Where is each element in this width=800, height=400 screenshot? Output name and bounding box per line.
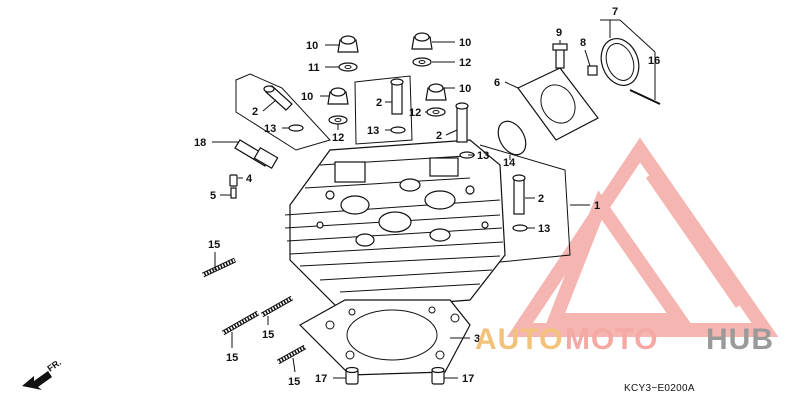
callout-12: 12 [332, 132, 344, 144]
callout-3: 3 [474, 333, 480, 345]
seal-13-center [390, 126, 406, 134]
callout-17: 17 [315, 373, 327, 385]
watermark-word-c: HUB [706, 323, 774, 356]
washer-12-top [412, 57, 432, 67]
callout-13: 13 [477, 150, 489, 162]
dowel-pin-right [431, 366, 445, 385]
dowel-4 [229, 174, 238, 187]
callout-17: 17 [462, 373, 474, 385]
cap-nut-top-right [411, 32, 433, 50]
callout-13: 13 [264, 123, 276, 135]
callout-10: 10 [459, 37, 471, 49]
seal-13-left [288, 124, 304, 132]
leader-lines [212, 19, 656, 379]
callout-10: 10 [301, 91, 313, 103]
cylinder-head [284, 139, 506, 311]
valve-guide-center [390, 78, 404, 115]
callout-4: 4 [246, 173, 253, 185]
diagram-code: KCY3−E0200A [624, 383, 695, 394]
dowel-pin-left [345, 366, 359, 385]
callout-15: 15 [226, 352, 238, 364]
watermark-word-a: AUTO [475, 323, 563, 356]
callout-8: 8 [580, 37, 586, 49]
callout-12: 12 [459, 57, 471, 69]
watermark-logo [506, 137, 779, 337]
front-direction-marker: FR. [22, 357, 63, 390]
guide-group-outline-left [235, 73, 331, 151]
washer-12-mid-left [328, 115, 348, 125]
screw-16 [629, 89, 661, 105]
callout-1: 1 [594, 200, 600, 212]
stud-bolts [201, 257, 307, 365]
guide-group-outline-center [354, 75, 413, 145]
washer-11 [338, 62, 358, 72]
callout-6: 6 [494, 77, 500, 89]
watermark-text: AUTO MOTO HUB [475, 323, 774, 356]
head-gasket [299, 299, 471, 376]
callout-10: 10 [306, 40, 318, 52]
hose-band-7 [600, 38, 640, 86]
cap-nut-mid-right [425, 83, 447, 101]
callout-14: 14 [503, 157, 516, 169]
callout-15: 15 [288, 376, 300, 388]
callout-2: 2 [252, 106, 258, 118]
watermark-word-b: MOTO [565, 323, 658, 356]
cap-nut-mid-left [327, 87, 349, 105]
callout-15: 15 [262, 329, 274, 341]
callout-2: 2 [538, 193, 544, 205]
nut-8 [587, 65, 598, 76]
insulator [517, 67, 599, 141]
valve-guide-right-lower [512, 174, 526, 215]
callout-16: 16 [648, 55, 660, 67]
callout-10: 10 [459, 83, 471, 95]
o-ring-14 [497, 120, 527, 156]
valve-guide-left [263, 85, 293, 111]
callout-13: 13 [538, 223, 550, 235]
callout-11: 11 [308, 62, 320, 74]
valve-guide-right-upper [455, 102, 469, 143]
callout-5: 5 [210, 190, 216, 202]
callout-labels: 10 11 10 12 10 12 10 12 2 2 13 13 2 13 2… [194, 6, 660, 388]
callout-2: 2 [376, 97, 382, 109]
callout-18: 18 [194, 137, 206, 149]
callout-13: 13 [367, 125, 379, 137]
bolt-9 [552, 43, 568, 69]
spark-plug [234, 139, 279, 170]
callout-7: 7 [612, 6, 618, 18]
seal-13-right-lower [512, 224, 528, 232]
washer-12-mid-right [426, 107, 446, 117]
callout-15: 15 [208, 239, 220, 251]
callout-2: 2 [436, 130, 442, 142]
guide-group-outline-right [479, 144, 571, 263]
pin-5 [230, 187, 237, 199]
cap-nut-top-left [337, 35, 359, 53]
callout-9: 9 [556, 27, 562, 39]
callout-12: 12 [409, 107, 421, 119]
